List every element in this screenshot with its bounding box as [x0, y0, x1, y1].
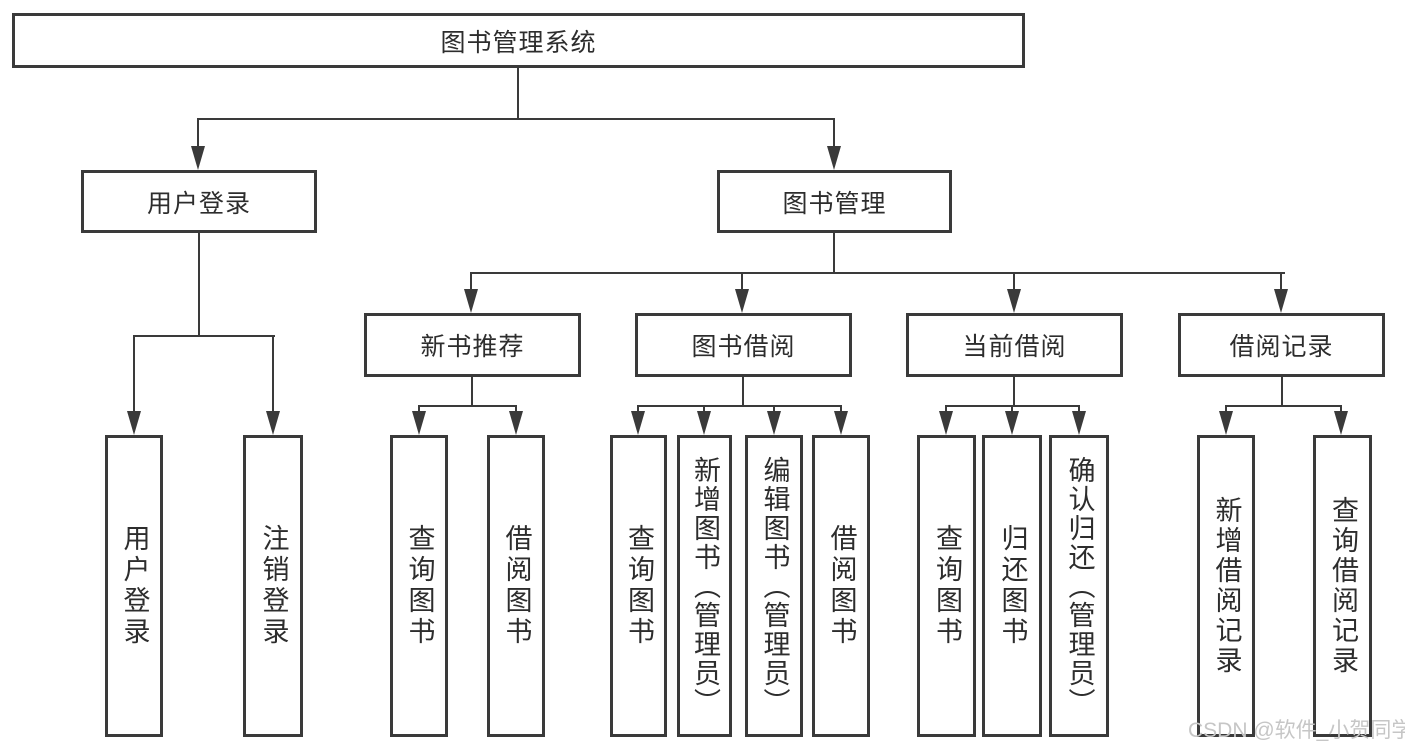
arrow-down-icon: [191, 146, 205, 170]
connector-line: [133, 335, 275, 337]
connector-line: [197, 118, 835, 120]
connector-line: [637, 405, 639, 415]
connector-line: [742, 377, 744, 406]
connector-line: [517, 68, 519, 119]
leaf-return-books: 归还图书: [982, 435, 1042, 737]
arrow-down-icon: [412, 411, 426, 435]
connector-line: [470, 272, 1285, 274]
leaf-label: 查询图书: [404, 524, 435, 648]
connector-line: [1340, 405, 1342, 415]
node-book-management: 图书管理: [717, 170, 952, 233]
leaf-query-books-recommend: 查询图书: [390, 435, 448, 737]
node-label: 图书借阅: [691, 333, 796, 361]
leaf-confirm-return-admin: 确认归还（管理员）: [1049, 435, 1109, 737]
leaf-label: 查询图书: [624, 524, 654, 648]
node-label: 图书管理系统: [440, 28, 597, 57]
node-current-borrowing: 当前借阅: [906, 313, 1123, 377]
connector-line: [198, 233, 200, 336]
connector-line: [833, 233, 835, 273]
leaf-label: 查询图书: [932, 524, 962, 648]
leaf-add-books-admin: 新增图书（管理员）: [677, 435, 732, 737]
arrow-down-icon: [697, 411, 711, 435]
connector-line: [471, 377, 473, 406]
arrow-down-icon: [1007, 289, 1021, 313]
arrow-down-icon: [834, 411, 848, 435]
connector-line: [773, 405, 775, 415]
arrow-down-icon: [1274, 289, 1288, 313]
leaf-borrow-books-borrowing: 借阅图书: [812, 435, 870, 737]
arrow-down-icon: [767, 411, 781, 435]
arrow-down-icon: [1005, 411, 1019, 435]
connector-line: [703, 405, 705, 415]
node-new-book-recommendation: 新书推荐: [364, 313, 581, 377]
connector-line: [418, 405, 517, 407]
leaf-user-login: 用户登录: [105, 435, 163, 737]
node-label: 借阅记录: [1229, 333, 1334, 361]
leaf-label: 新增借阅记录: [1211, 496, 1242, 676]
connector-line: [833, 118, 835, 152]
leaf-label: 查询借阅记录: [1328, 496, 1358, 676]
arrow-down-icon: [1334, 411, 1348, 435]
node-user-login: 用户登录: [81, 170, 317, 233]
leaf-query-books-borrowing: 查询图书: [610, 435, 667, 737]
leaf-query-borrow-record: 查询借阅记录: [1313, 435, 1372, 737]
connector-line: [1280, 272, 1282, 292]
leaf-label: 编辑图书（管理员）: [759, 455, 790, 717]
leaf-borrow-books-recommend: 借阅图书: [487, 435, 545, 737]
leaf-query-books-current: 查询图书: [917, 435, 976, 737]
node-book-borrowing: 图书借阅: [635, 313, 852, 377]
leaf-label: 借阅图书: [826, 524, 857, 648]
leaf-label: 新增图书（管理员）: [690, 455, 720, 717]
connector-line: [470, 272, 472, 292]
csdn-watermark: CSDN @软件_小贺同学: [1188, 719, 1405, 742]
arrow-down-icon: [939, 411, 953, 435]
leaf-logout: 注销登录: [243, 435, 303, 737]
connector-line: [197, 118, 199, 152]
connector-line: [1013, 377, 1015, 406]
arrow-down-icon: [509, 411, 523, 435]
node-label: 用户登录: [146, 189, 251, 218]
arrow-down-icon: [266, 411, 280, 435]
leaf-add-borrow-record: 新增借阅记录: [1197, 435, 1255, 737]
arrow-down-icon: [127, 411, 141, 435]
connector-line: [1011, 405, 1013, 415]
connector-line: [637, 405, 842, 407]
connector-line: [945, 405, 947, 415]
leaf-label: 注销登录: [258, 524, 289, 648]
leaf-edit-books-admin: 编辑图书（管理员）: [745, 435, 803, 737]
connector-line: [1281, 377, 1283, 406]
node-borrowing-records: 借阅记录: [1178, 313, 1385, 377]
connector-line: [1225, 405, 1342, 407]
leaf-label: 确认归还（管理员）: [1064, 455, 1095, 717]
arrow-down-icon: [1219, 411, 1233, 435]
node-library-management-system: 图书管理系统: [12, 13, 1025, 68]
connector-line: [1013, 272, 1015, 292]
arrow-down-icon: [1072, 411, 1086, 435]
leaf-label: 归还图书: [997, 524, 1028, 648]
connector-line: [418, 405, 420, 415]
leaf-label: 借阅图书: [501, 524, 532, 648]
arrow-down-icon: [631, 411, 645, 435]
connector-line: [840, 405, 842, 415]
connector-line: [1225, 405, 1227, 415]
arrow-down-icon: [735, 289, 749, 313]
connector-line: [272, 335, 274, 415]
connector-line: [515, 405, 517, 415]
connector-line: [741, 272, 743, 292]
connector-line: [133, 335, 135, 415]
arrow-down-icon: [464, 289, 478, 313]
leaf-label: 用户登录: [119, 524, 150, 648]
node-label: 新书推荐: [420, 333, 525, 361]
connector-line: [1078, 405, 1080, 415]
node-label: 图书管理: [782, 189, 887, 218]
arrow-down-icon: [827, 146, 841, 170]
node-label: 当前借阅: [962, 333, 1067, 361]
